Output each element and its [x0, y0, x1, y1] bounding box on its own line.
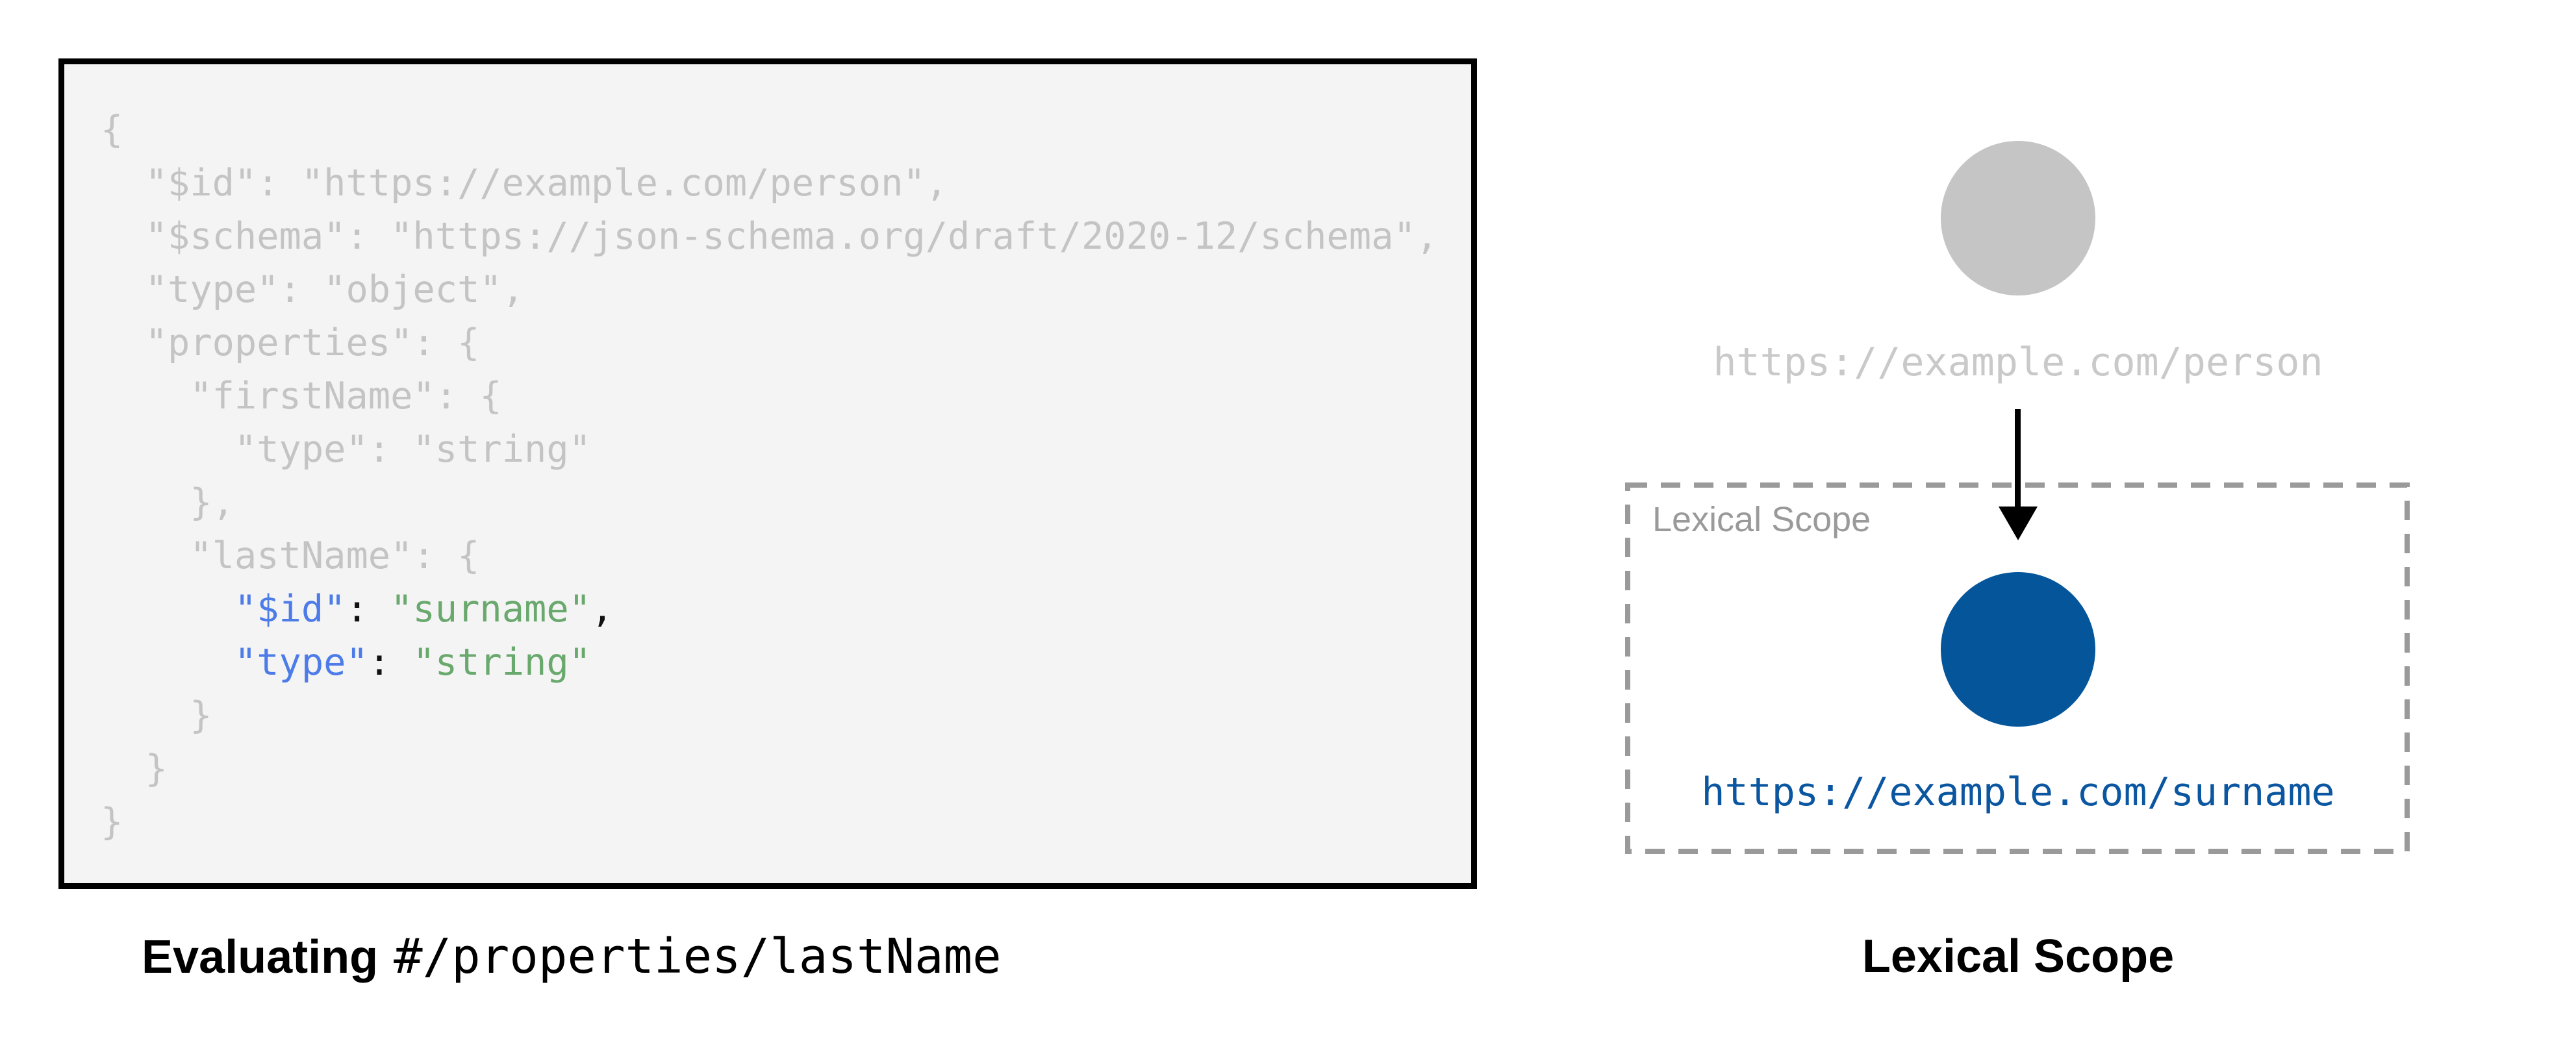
schema-code-box: { "$id": "https://example.com/person", "…: [58, 58, 1477, 889]
code-line: "type": "object",: [101, 268, 525, 311]
arrow-down-icon: [1999, 507, 2038, 540]
code-line: "properties": {: [101, 321, 480, 364]
code-line: }: [101, 694, 212, 737]
parent-schema-uri-label: https://example.com/person: [1713, 340, 2323, 385]
lexical-scope-box-title: Lexical Scope: [1652, 500, 1871, 539]
right-caption: Lexical Scope: [1862, 931, 2175, 983]
code-line: }: [101, 801, 123, 844]
code-line: "firstName": {: [101, 375, 502, 418]
arrow-down-line: [2015, 409, 2021, 513]
code-line: {: [101, 108, 123, 151]
code-line: "$id": "surname",: [234, 588, 614, 631]
left-caption-json-pointer: #/properties/lastName: [394, 929, 1002, 984]
code-line: "type": "string": [234, 641, 591, 684]
child-schema-node-circle: [1941, 572, 2095, 727]
child-schema-uri-label: https://example.com/surname: [1701, 770, 2335, 815]
code-line: "type": "string": [101, 428, 591, 471]
left-caption: Evaluating #/properties/lastName: [142, 925, 1002, 988]
code-line: "lastName": {: [101, 534, 480, 577]
code-line: "$schema": "https://json-schema.org/draf…: [101, 215, 1439, 258]
code-line: }: [101, 747, 168, 790]
schema-code: { "$id": "https://example.com/person", "…: [101, 103, 1438, 849]
parent-schema-node-circle: [1941, 141, 2095, 295]
left-caption-prefix: Evaluating: [142, 931, 379, 983]
lexical-scope-dashed-box: [1625, 482, 2410, 854]
code-line: "$id": "https://example.com/person",: [101, 162, 948, 205]
code-line: },: [101, 481, 234, 524]
